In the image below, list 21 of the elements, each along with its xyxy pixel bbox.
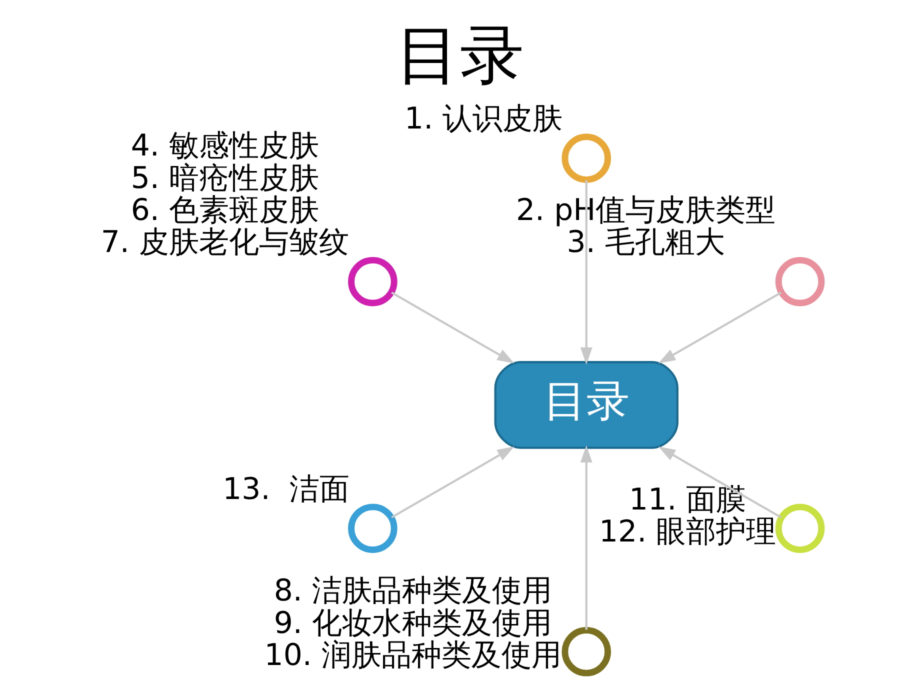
node-label: 11. 面膜 xyxy=(628,482,746,518)
node-label: 7. 皮肤老化与皱纹 xyxy=(100,225,349,260)
arrow xyxy=(658,292,782,364)
node-circle xyxy=(348,256,398,306)
node-box: 目录 xyxy=(494,361,678,449)
node-circle xyxy=(775,504,825,553)
node-circle xyxy=(775,256,825,306)
arrow xyxy=(391,446,514,518)
node-label: 3. 毛孔粗大 xyxy=(566,225,725,260)
arrow xyxy=(658,446,782,518)
arrow xyxy=(580,445,592,630)
diagram-title: 目录 xyxy=(396,18,524,93)
arrow xyxy=(580,180,592,365)
node-label: 13. 洁面 xyxy=(222,472,350,507)
node-circle xyxy=(562,134,611,183)
node-circle xyxy=(348,504,398,553)
node-label: 1. 认识皮肤 xyxy=(404,102,563,137)
arrow xyxy=(391,292,514,364)
node-circle xyxy=(562,627,611,676)
node-label: 2. pH值与皮肤类型 xyxy=(516,192,776,228)
node-label: 12. 眼部护理 xyxy=(598,514,776,550)
